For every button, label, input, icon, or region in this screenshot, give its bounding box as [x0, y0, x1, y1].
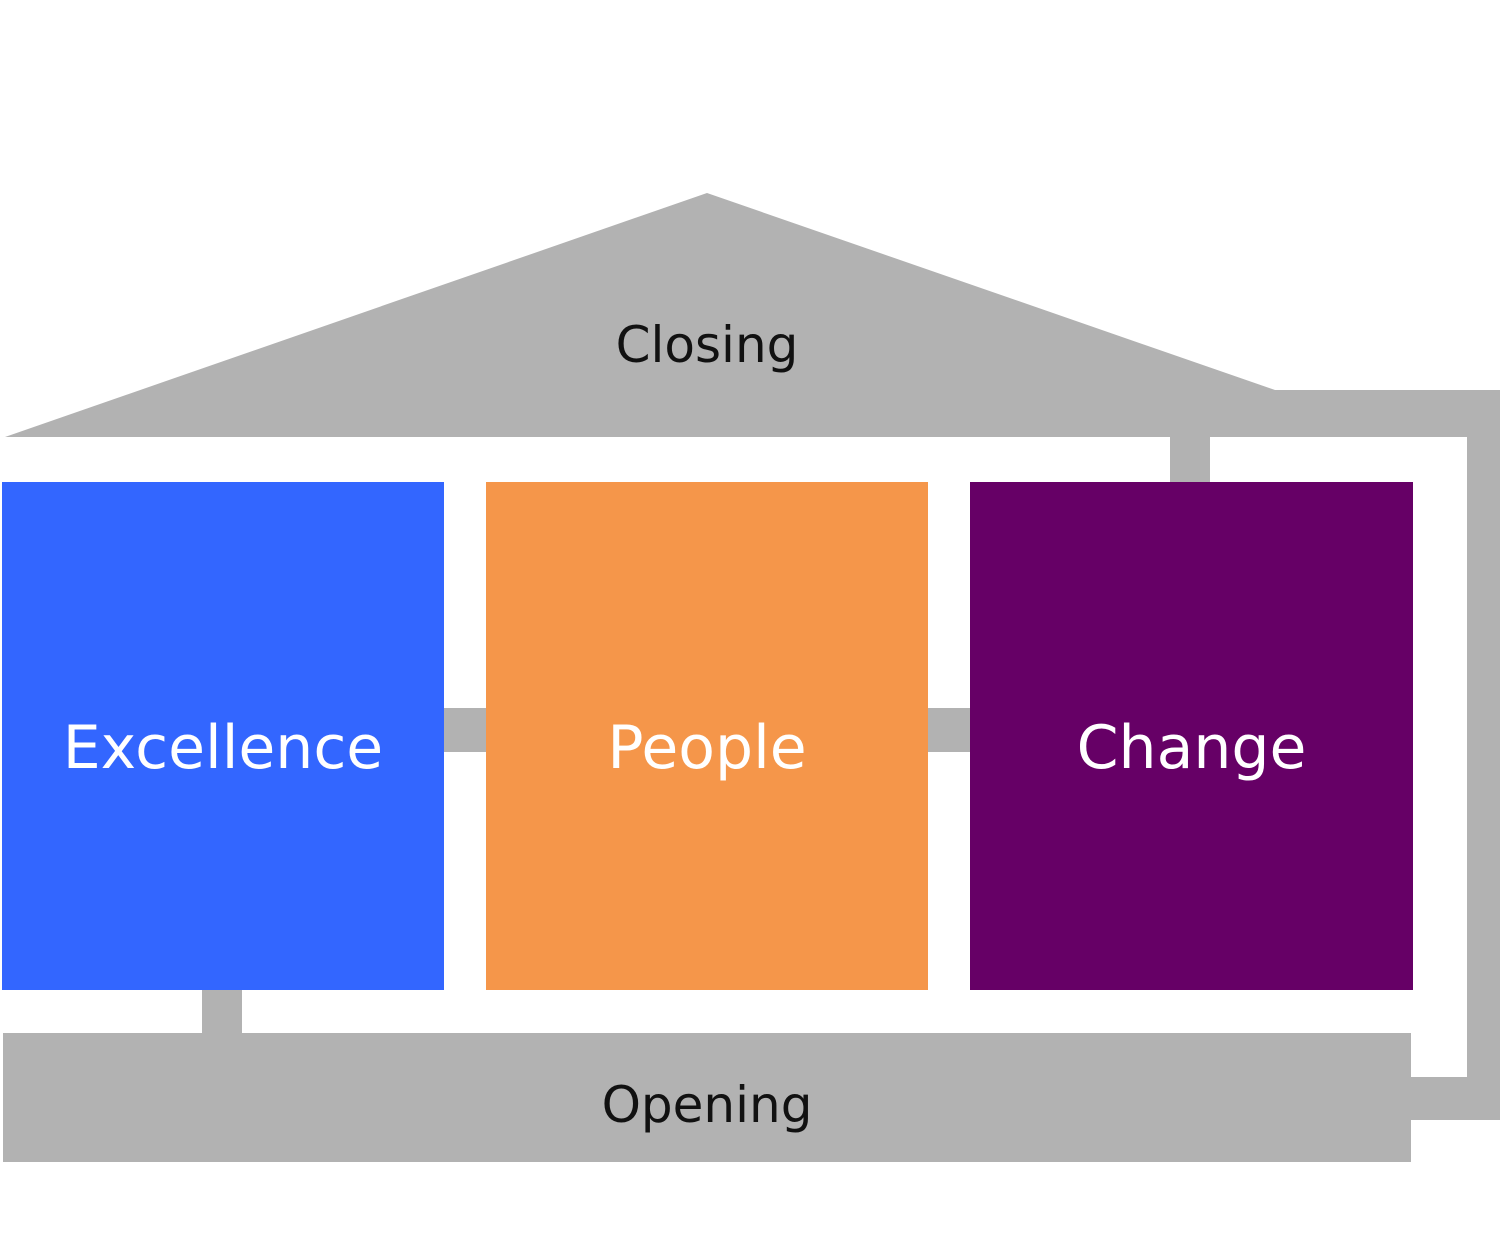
roof-label: Closing: [615, 316, 799, 374]
base-label: Opening: [601, 1076, 813, 1134]
roof-to-change-connector: [1170, 436, 1210, 484]
pillar-change: [970, 482, 1413, 990]
excellence-to-opening-connector: [202, 988, 242, 1035]
base-opening: [3, 1033, 1411, 1162]
roof-closing: [5, 193, 1500, 1120]
people-to-change-connector: [927, 708, 971, 752]
pillar-people: [486, 482, 928, 990]
pillar-label-people: People: [607, 713, 807, 783]
pillar-excellence: [2, 482, 444, 990]
pillar-label-change: Change: [1076, 713, 1307, 783]
excellence-to-people-connector: [443, 708, 487, 752]
pillar-label-excellence: Excellence: [62, 713, 384, 783]
